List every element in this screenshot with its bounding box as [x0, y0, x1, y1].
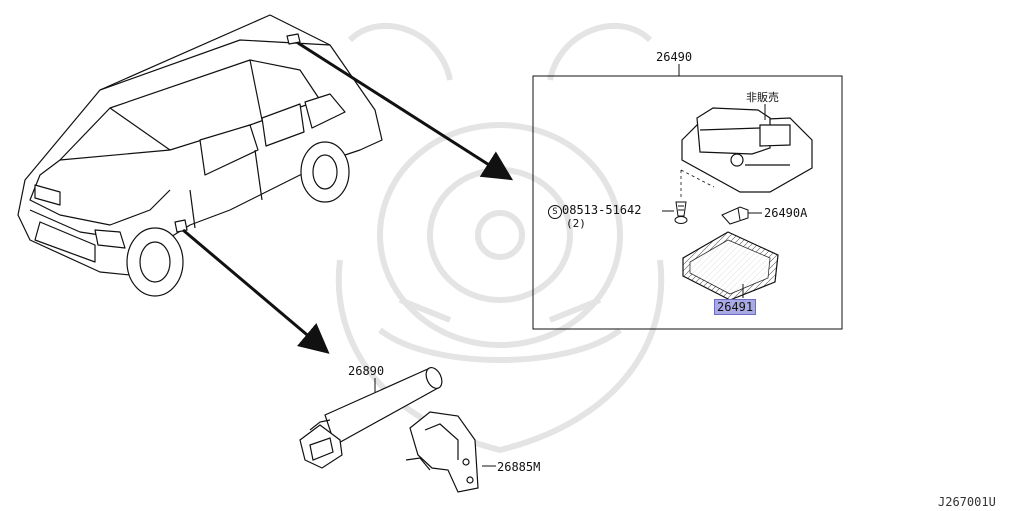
watermark-emblem — [335, 22, 665, 454]
side-lamp — [299, 367, 443, 469]
screw-symbol-icon: S — [548, 205, 562, 219]
screw-quantity: (2) — [566, 217, 586, 230]
screw — [674, 201, 688, 224]
screw-part-number: 08513-51642 — [562, 203, 642, 217]
assembly-dash-2 — [680, 169, 715, 188]
box-part-number: 26490 — [656, 50, 693, 64]
suv-illustration — [17, 14, 383, 297]
lamp-part-number: 26890 — [348, 364, 385, 378]
lens — [682, 231, 779, 301]
detail-box — [532, 75, 843, 330]
roof-lamp-arrow — [297, 41, 514, 181]
side-lamp-arrow — [182, 228, 330, 354]
not-for-sale-label: 非販売 — [746, 91, 779, 104]
bulb-part-number: 26490A — [764, 206, 808, 220]
bulb — [721, 206, 749, 225]
lens-part-number[interactable]: 26491 — [714, 299, 757, 315]
bracket-part-number: 26885M — [497, 460, 541, 474]
figure-code: J267001U — [938, 495, 996, 509]
bracket — [405, 411, 479, 493]
room-lamp-housing — [681, 107, 813, 193]
